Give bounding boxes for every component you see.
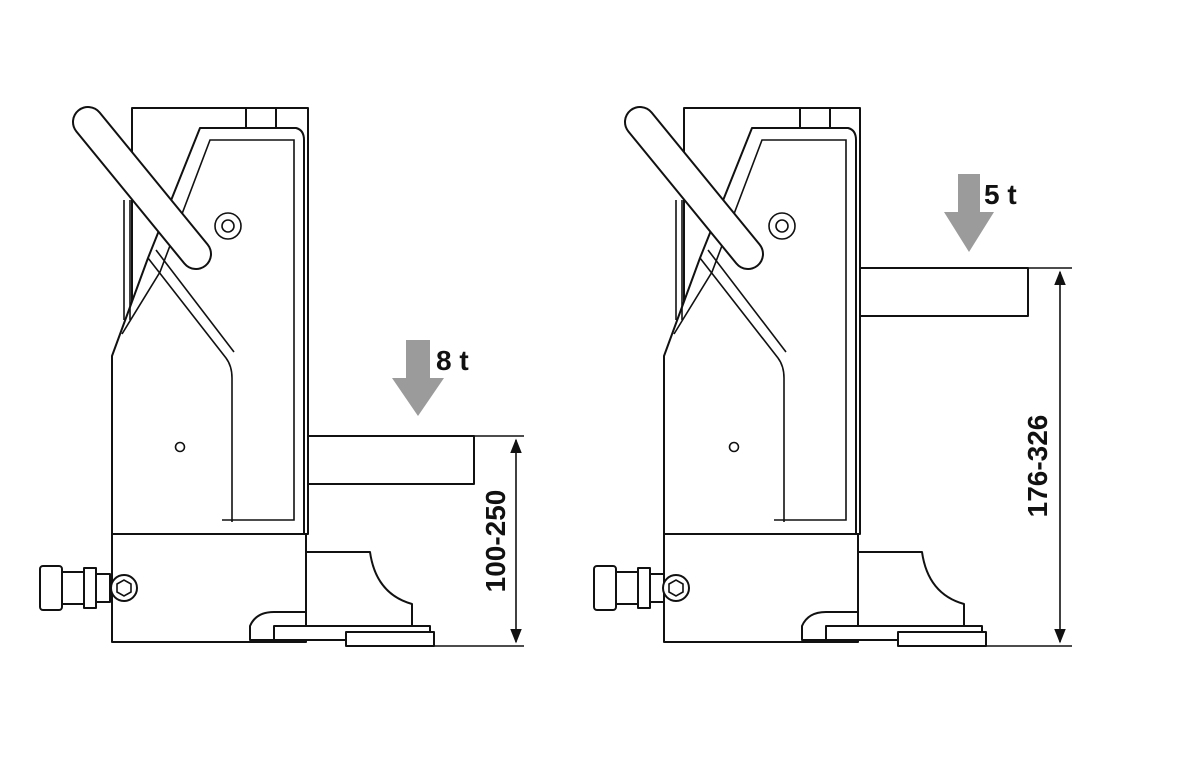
- dimension-right: [986, 267, 1072, 647]
- load-label-right: 5 t: [984, 179, 1017, 210]
- jack-right: 5 t 176-326: [593, 106, 1072, 647]
- dimension-left: [434, 435, 524, 647]
- load-label-left: 8 t: [436, 345, 469, 376]
- handle-right: [624, 106, 764, 270]
- jack-left: 8 t 100-250: [39, 106, 524, 647]
- coupler-right: [593, 565, 690, 611]
- handle-left: [72, 106, 212, 270]
- coupler-left: [39, 565, 138, 611]
- dimension-label-right: 176-326: [1022, 415, 1053, 518]
- load-arrow-right: [944, 174, 994, 252]
- toe-right: [859, 267, 1029, 317]
- dimension-label-left: 100-250: [480, 490, 511, 593]
- toe-left: [307, 435, 475, 485]
- load-arrow-left: [392, 340, 444, 416]
